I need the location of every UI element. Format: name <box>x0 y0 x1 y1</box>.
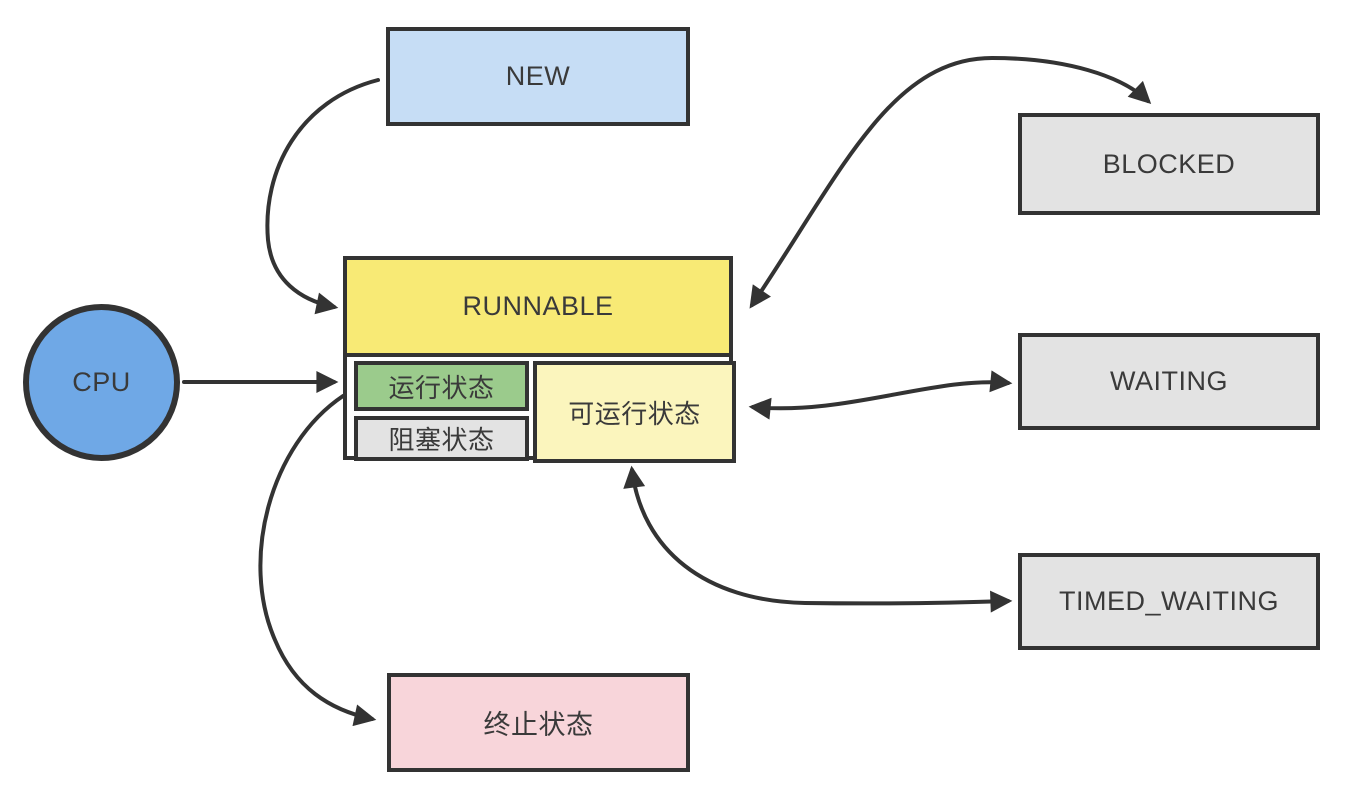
blocked-state-node: BLOCKED <box>1018 113 1320 215</box>
ready-substate-label: 可运行状态 <box>568 398 701 429</box>
runnable-title: RUNNABLE <box>347 260 729 357</box>
edge-runnable-waiting-two-way <box>748 370 1013 420</box>
terminated-state-label: 终止状态 <box>483 710 594 740</box>
waiting-state-label: WAITING <box>1110 366 1228 396</box>
new-state-label: NEW <box>505 61 571 91</box>
running-substate-label: 运行状态 <box>388 372 495 403</box>
blocked-substate-label: 阻塞状态 <box>388 425 495 455</box>
runnable-state-node: RUNNABLE 运行状态 阻塞状态 可运行状态 <box>343 256 736 463</box>
edge-ready-timed-waiting-two-way <box>623 465 1013 613</box>
blocked-substate-node: 阻塞状态 <box>354 416 529 461</box>
waiting-state-node: WAITING <box>1018 333 1320 430</box>
cpu-node: CPU <box>23 304 180 461</box>
ready-substate-node: 可运行状态 <box>533 361 736 463</box>
timed-waiting-state-node: TIMED_WAITING <box>1018 553 1320 650</box>
terminated-state-node: 终止状态 <box>387 673 690 772</box>
new-state-node: NEW <box>386 27 690 126</box>
cpu-label: CPU <box>72 367 131 397</box>
blocked-state-label: BLOCKED <box>1102 148 1236 179</box>
timed-waiting-state-label: TIMED_WAITING <box>1059 586 1279 616</box>
running-substate-node: 运行状态 <box>354 361 529 411</box>
runnable-label: RUNNABLE <box>462 291 614 321</box>
